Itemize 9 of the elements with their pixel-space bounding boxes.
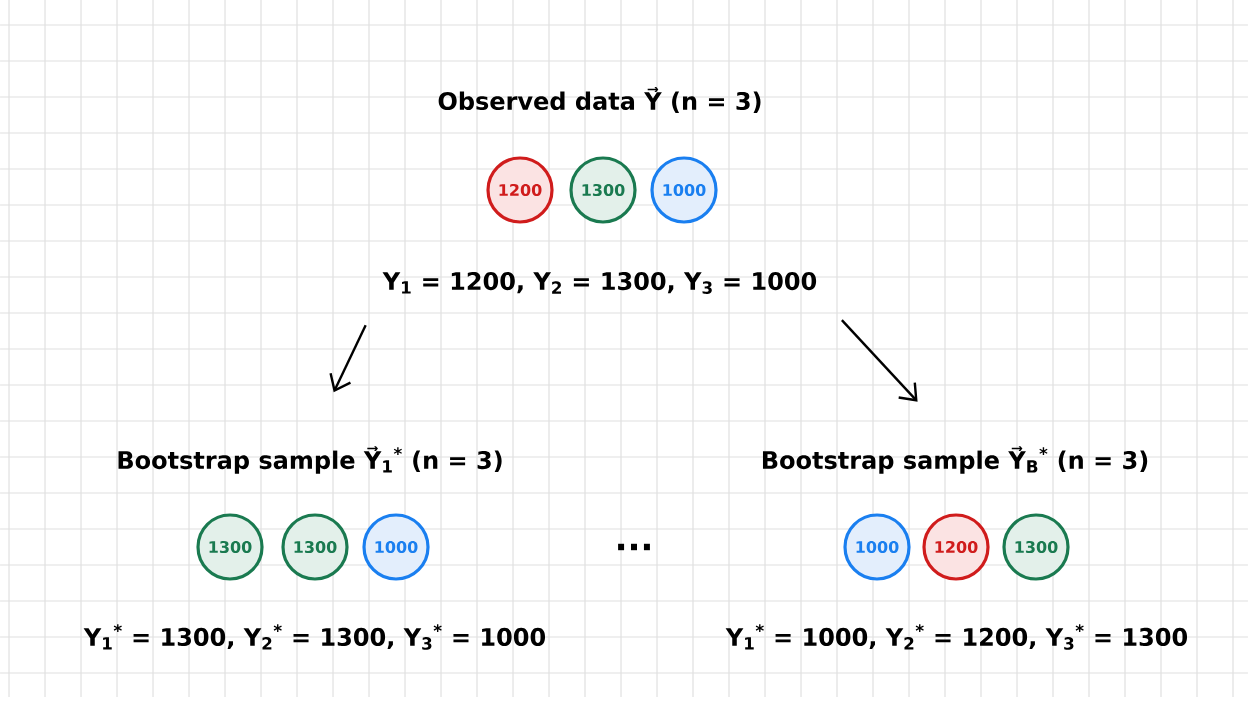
sample-heading: Bootstrap sample Y⃗$_{B}$$^{*}$ (n = 3) bbox=[762, 446, 1148, 474]
heading: Observed data Y⃗ (n = 3) bbox=[438, 87, 761, 113]
equation-text: Y$_{1}$$^{*}$ = 1300, Y$_{2}$$^{*}$ = 1300, Y$_{3}$$^{*}$ = 1000 bbox=[83, 624, 546, 650]
arrow bbox=[841, 319, 918, 402]
ellipsis: ... bbox=[618, 543, 650, 551]
equation-text: Y$_{1}$ = 1200, Y$_{2}$ = 1300, Y$_{3}$ = 1000 bbox=[382, 272, 817, 294]
arrow bbox=[329, 324, 367, 393]
equation-text: Y$_{1}$$^{*}$ = 1000, Y$_{2}$$^{*}$ = 1200, Y$_{3}$$^{*}$ = 1300 bbox=[725, 624, 1188, 650]
sample-heading: Bootstrap sample Y⃗$_{1}$$^{*}$ (n = 3) bbox=[118, 446, 502, 474]
